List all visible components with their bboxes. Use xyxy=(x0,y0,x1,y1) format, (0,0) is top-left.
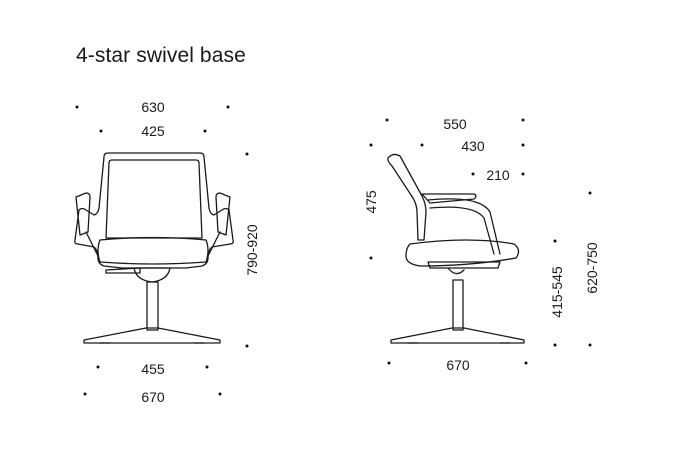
front-base-diameter-label: 670 xyxy=(141,389,165,405)
front-width-overall-label: 630 xyxy=(141,99,165,115)
side-arm-support-inner xyxy=(429,206,495,255)
side-arm-support xyxy=(427,198,501,255)
dim-marker xyxy=(521,172,525,176)
front-width-seat-label: 425 xyxy=(141,123,165,139)
dim-marker xyxy=(99,129,103,133)
dim-marker xyxy=(218,392,222,396)
front-armrest-right xyxy=(215,192,231,236)
dim-marker xyxy=(385,118,389,122)
side-backrest-height-label: 475 xyxy=(363,190,379,214)
front-backrest-inner xyxy=(105,159,203,239)
dim-marker xyxy=(96,365,100,369)
front-column xyxy=(146,281,159,331)
dim-marker xyxy=(553,239,557,243)
side-armrest xyxy=(421,193,477,204)
diagram-title: 4-star swivel base xyxy=(76,44,246,67)
side-column xyxy=(452,279,464,331)
dim-marker xyxy=(588,191,592,195)
dim-marker xyxy=(588,343,592,347)
side-armrest-length-label: 210 xyxy=(486,167,510,183)
side-base xyxy=(390,327,525,344)
front-height-overall-label: 790-920 xyxy=(244,224,260,276)
front-backrest-frame xyxy=(74,152,234,269)
dim-marker xyxy=(245,152,249,156)
dim-marker xyxy=(521,143,525,147)
side-backrest xyxy=(387,153,427,241)
side-depth-overall-label: 550 xyxy=(443,116,467,132)
dim-marker xyxy=(369,143,373,147)
side-armrest-height-label: 620-750 xyxy=(584,242,600,294)
front-armrest-support-left xyxy=(85,231,99,257)
dim-marker xyxy=(524,361,528,365)
side-depth-seat-label: 430 xyxy=(461,138,485,154)
side-mechanism xyxy=(427,261,501,269)
front-armrest-left xyxy=(75,192,91,236)
dim-marker xyxy=(369,256,373,260)
dim-marker xyxy=(553,343,557,347)
front-base-width-label: 455 xyxy=(141,361,165,377)
front-armrest-support-right xyxy=(207,231,221,257)
dim-marker xyxy=(205,365,209,369)
side-seat-height-label: 415-545 xyxy=(549,266,565,318)
dim-marker xyxy=(75,105,79,109)
front-lever xyxy=(105,267,141,274)
dim-marker xyxy=(226,105,230,109)
dim-marker xyxy=(420,143,424,147)
side-lever xyxy=(447,267,465,275)
front-base xyxy=(83,327,221,344)
dim-marker xyxy=(521,118,525,122)
dim-marker xyxy=(83,392,87,396)
front-seat xyxy=(97,236,209,265)
dim-marker xyxy=(245,344,249,348)
dim-marker xyxy=(387,361,391,365)
side-base-diameter-label: 670 xyxy=(446,357,470,373)
dim-marker xyxy=(471,172,475,176)
dim-marker xyxy=(203,129,207,133)
